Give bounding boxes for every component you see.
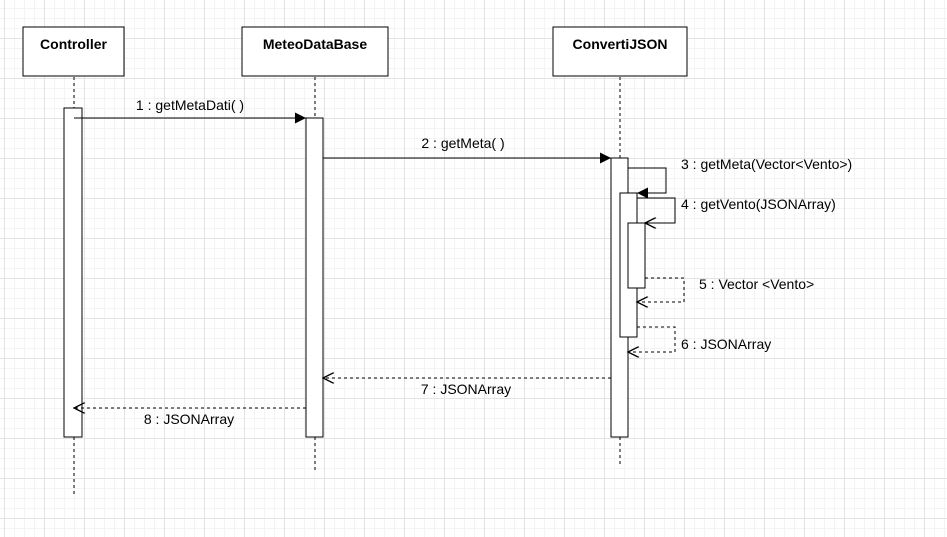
message-3-arrow: [628, 167, 667, 199]
message-8-label: 8 : JSONArray: [144, 411, 234, 427]
participant-label: Controller: [40, 36, 107, 52]
activation-meteodatabase: [305, 117, 324, 438]
participant-label: MeteoDataBase: [263, 36, 367, 52]
message-4-arrow: [637, 197, 676, 223]
participant-controller[interactable]: Controller: [22, 26, 125, 77]
activation-convertijson-nested-2: [627, 222, 646, 289]
message-2-label: 2 : getMeta( ): [421, 135, 504, 151]
participant-meteodatabase[interactable]: MeteoDataBase: [241, 26, 389, 77]
message-3-label: 3 : getMeta(Vector<Vento>): [681, 156, 852, 172]
activation-controller: [63, 107, 83, 438]
message-1-label: 1 : getMetaDati( ): [136, 97, 244, 113]
participant-convertijson[interactable]: ConvertiJSON: [552, 26, 688, 77]
message-5-arrow: [637, 277, 685, 302]
message-4-label: 4 : getVento(JSONArray): [681, 196, 836, 212]
participant-label: ConvertiJSON: [573, 36, 668, 52]
message-6-arrow: [628, 326, 676, 352]
message-7-label: 7 : JSONArray: [421, 381, 511, 397]
message-6-label: 6 : JSONArray: [681, 336, 771, 352]
message-5-label: 5 : Vector <Vento>: [699, 276, 814, 292]
